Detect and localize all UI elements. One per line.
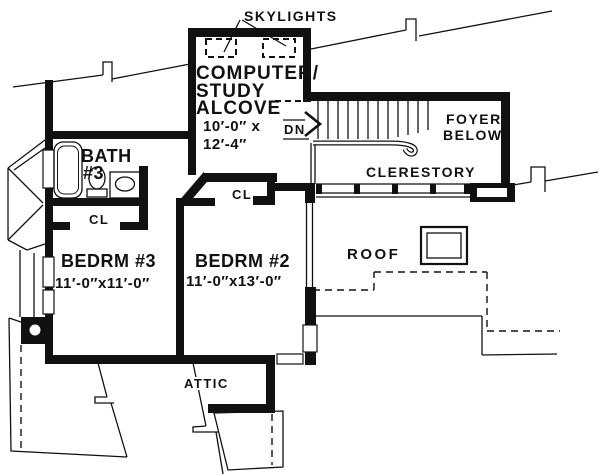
attic-slant-line xyxy=(191,357,224,475)
bath-label-1: BATH xyxy=(81,146,132,166)
clerestory-label: CLERESTORY xyxy=(366,164,476,180)
wall-bath-closet-right xyxy=(139,198,148,230)
bedroom2-dimension: 11′-0″x13′-0″ xyxy=(186,273,282,290)
stair-treads xyxy=(317,101,429,139)
walls xyxy=(21,28,515,413)
wall-attic-bottom xyxy=(208,404,275,413)
bath-closet-jamb-left xyxy=(52,222,70,230)
wall-foyer-right xyxy=(501,92,510,202)
alcove-dimension-2: 12′-4″ xyxy=(203,136,247,153)
clerestory-band xyxy=(316,183,470,198)
foyer-label-1: FOYER xyxy=(446,111,502,127)
stair-rail-inner xyxy=(313,141,417,156)
wall-foyer-west-thin xyxy=(310,143,316,184)
clerestory-mullion xyxy=(430,184,436,194)
skylights-group xyxy=(205,19,296,58)
wall-stair-top xyxy=(303,92,510,101)
bath-window xyxy=(42,149,55,189)
roof-line-top-left xyxy=(12,61,191,88)
skylights-label: SKYLIGHTS xyxy=(244,8,338,24)
alcove-label-1: COMPUTER/ xyxy=(196,63,319,84)
roof-line-right xyxy=(512,166,599,192)
wall-alcove-top xyxy=(188,28,311,37)
bedroom3-label: BEDRM #3 xyxy=(61,251,156,271)
roof-label: ROOF xyxy=(347,246,400,263)
clerestory-mullion xyxy=(354,184,360,194)
roof-box-inner xyxy=(426,232,462,259)
foyer-end-box-inner xyxy=(477,188,507,197)
stair-rail-outer xyxy=(313,140,418,157)
roof-plane-lower-left-flag xyxy=(94,396,114,404)
roof-dashed-steps xyxy=(313,271,560,332)
skylight-left xyxy=(205,38,237,58)
wall-alcove-left xyxy=(188,28,196,175)
alcove-label-3: ALCOVE xyxy=(196,98,281,119)
alcove-dimension-1: 10′-0″ x xyxy=(203,118,260,135)
bath-label-2: #3 xyxy=(83,163,104,183)
wall-left-main xyxy=(45,80,53,364)
attic-label: ATTIC xyxy=(184,376,229,391)
b2closet-foot-left xyxy=(183,198,215,206)
clerestory-mullion xyxy=(464,184,470,194)
roof-box-outer xyxy=(419,225,469,266)
wall-bath-right xyxy=(139,166,148,206)
bedroom2-label: BEDRM #2 xyxy=(195,251,290,271)
wall-attic-right xyxy=(266,355,275,412)
bedroom2-south-ledge xyxy=(276,353,304,365)
windows xyxy=(42,149,318,365)
clerestory-mullion xyxy=(316,184,322,194)
wall-b2closet-right xyxy=(267,173,275,200)
down-arrow-shaft xyxy=(283,119,309,140)
wall-bottom-main xyxy=(45,355,275,364)
bathtub-inner xyxy=(57,145,79,195)
bath-closet-label: CL xyxy=(89,212,109,227)
wall-b2-east-top xyxy=(305,183,315,203)
bedroom3-window-1 xyxy=(42,256,55,288)
sink-counter xyxy=(109,171,141,199)
b2closet-jamb-right xyxy=(253,196,275,205)
toilet-tank xyxy=(86,188,108,198)
wall-bath-top xyxy=(45,131,190,139)
wall-b2-east-bottom xyxy=(305,351,316,365)
wall-bath-bottom xyxy=(45,198,148,206)
skylight-right xyxy=(262,38,296,58)
bedroom2-east-window xyxy=(302,324,318,353)
wall-b2closet-top xyxy=(203,173,277,182)
wall-bedroom-divider xyxy=(176,198,184,364)
bathtub-icon xyxy=(53,141,83,199)
labels: SKYLIGHTS COMPUTER/ STUDY ALCOVE 10′-0″ … xyxy=(55,8,503,393)
clerestory-mullion xyxy=(392,184,398,194)
foyer-label-2: BELOW xyxy=(443,127,503,143)
roof-solid-steps xyxy=(316,315,558,356)
chimney-flue xyxy=(29,324,41,336)
bedroom2-closet-label: CL xyxy=(232,187,252,202)
bath-closet-jamb-right xyxy=(120,222,148,230)
bedroom3-dimension: 11′-0″x11′-0″ xyxy=(55,275,150,292)
wall-b2-east-thin xyxy=(305,202,314,288)
bath-fixtures xyxy=(53,141,141,199)
stairs xyxy=(275,100,429,157)
wall-b2-north-east xyxy=(275,183,315,191)
down-arrow-icon xyxy=(304,110,323,138)
bay-outline xyxy=(7,139,46,251)
bay-walls-down xyxy=(19,250,35,317)
down-label: DN xyxy=(284,122,306,137)
bedroom3-window-2 xyxy=(42,289,55,315)
roof-line-top-right xyxy=(310,10,553,50)
sink-basin-icon xyxy=(114,176,136,192)
alcove-label-2: STUDY xyxy=(196,81,265,102)
wall-alcove-right xyxy=(303,28,311,102)
wall-b2-east-mid xyxy=(305,287,316,326)
